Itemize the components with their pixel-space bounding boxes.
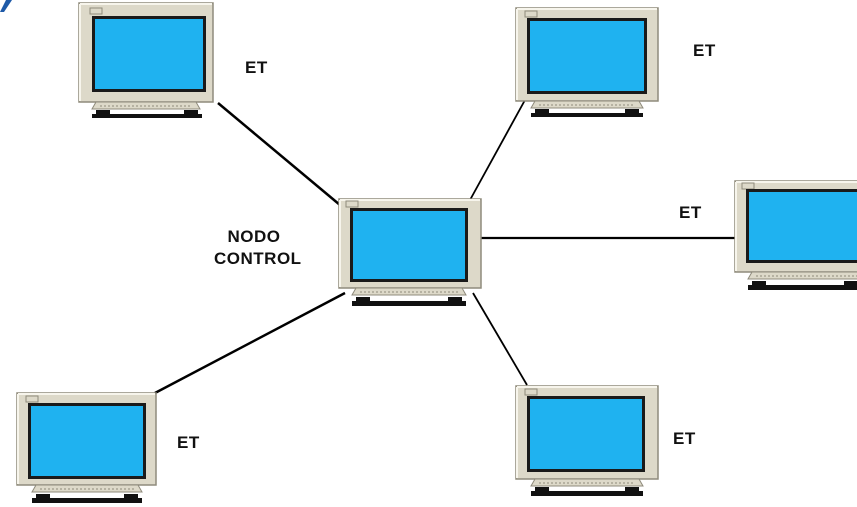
terminal-label-right: ET xyxy=(679,203,702,222)
computer-monitor-icon xyxy=(78,2,214,118)
terminal-computer-top-right xyxy=(515,7,660,130)
corner-mark-icon xyxy=(0,0,12,12)
link-center-bottom-left xyxy=(154,291,346,395)
terminal-computer-right xyxy=(734,180,857,300)
terminal-computer-bottom-right xyxy=(515,385,661,507)
control-node-label-line2: CONTROL xyxy=(214,249,302,268)
computer-monitor-icon xyxy=(338,198,482,306)
terminal-label-bottom-left: ET xyxy=(177,433,200,452)
computer-monitor-icon xyxy=(16,392,157,503)
terminal-label-bottom-right: ET xyxy=(673,429,696,448)
control-node-computer xyxy=(338,198,483,315)
computer-monitor-icon xyxy=(515,385,659,496)
terminal-label-top-left: ET xyxy=(245,58,268,77)
link-center-bottom-right xyxy=(472,292,528,386)
terminal-computer-bottom-left xyxy=(16,392,158,507)
link-center-top-left xyxy=(217,102,341,206)
computer-monitor-icon xyxy=(515,7,659,117)
control-node-label-line1: NODO xyxy=(227,227,281,246)
link-center-top-right xyxy=(469,99,526,201)
control-node-label: NODO CONTROL xyxy=(214,226,302,270)
computer-monitor-icon xyxy=(734,180,857,290)
terminal-computer-top-left xyxy=(78,2,215,127)
terminal-label-top-right: ET xyxy=(693,41,716,60)
